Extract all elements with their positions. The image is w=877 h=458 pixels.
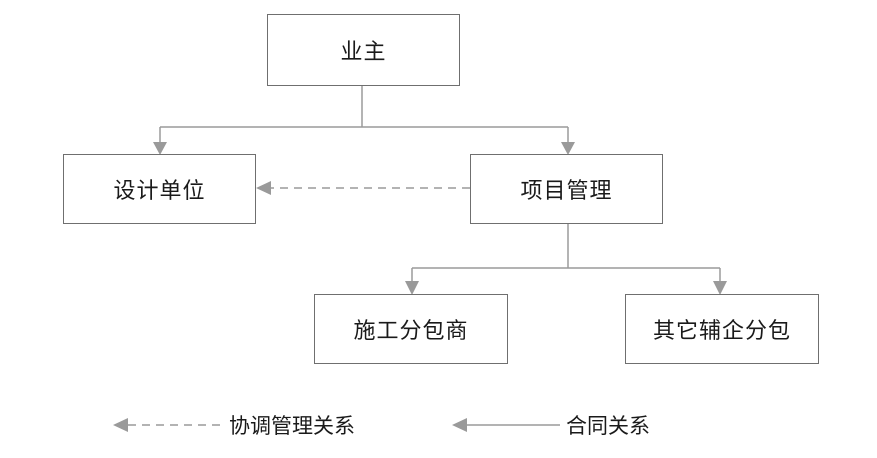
design-unit-label: 设计单位 [113, 179, 206, 204]
owner-box: 业主 [267, 14, 460, 86]
arrow-to-design-unit [153, 142, 167, 155]
legend-solid-arrow [452, 418, 467, 432]
project-management-label: 项目管理 [520, 179, 613, 204]
construction-subcontractor-box: 施工分包商 [314, 294, 508, 364]
design-unit-box: 设计单位 [63, 154, 256, 224]
project-branch-connector [411, 224, 721, 282]
project-management-box: 项目管理 [470, 154, 663, 224]
arrow-to-other-subcontractors [713, 281, 727, 295]
other-subcontractors-label: 其它辅企分包 [652, 319, 791, 344]
legend-coordination-label: 协调管理关系 [229, 414, 355, 438]
legend-contract-label: 合同关系 [566, 414, 650, 438]
arrow-to-construction-subcontractor [405, 281, 419, 295]
arrow-coordination-to-design-unit [256, 181, 271, 195]
owner-branch-connector [159, 86, 569, 143]
construction-subcontractor-label: 施工分包商 [353, 319, 469, 344]
other-subcontractors-box: 其它辅企分包 [625, 294, 819, 364]
arrow-to-project-management [561, 142, 575, 155]
legend-dashed-arrow [113, 418, 128, 432]
owner-label: 业主 [340, 40, 387, 65]
